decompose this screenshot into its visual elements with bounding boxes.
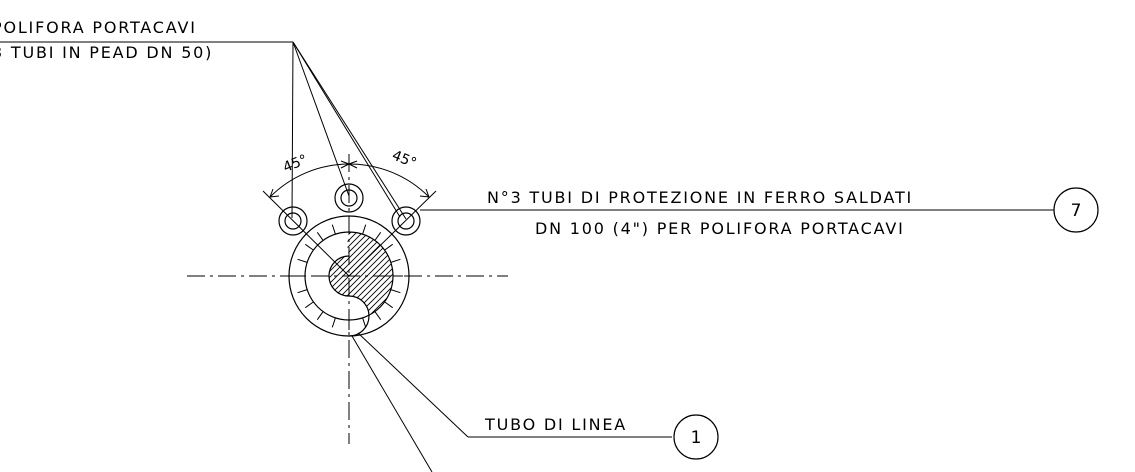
s-curve-line [328,255,370,337]
hatch-line [329,232,374,336]
insulation-tick [384,243,393,251]
insulation-tick [374,311,382,320]
insulation-tick [362,317,367,328]
insulation-tick [305,243,314,251]
insulation-tick [331,317,336,328]
line-pipe-label: TUBO DI LINEA [484,415,627,434]
insulation-tick [316,311,324,320]
line-pipe-leader [357,332,469,438]
insulation-tick [374,232,382,241]
hatch-line [329,232,386,336]
insulation-tick [305,301,314,309]
balloon-7-number: 7 [1071,201,1082,221]
polifora-leaders [0,41,407,220]
balloon-1-number: 1 [691,428,702,448]
hatch-line [329,232,380,336]
hatch-line [329,232,401,336]
insulation-tick [362,224,367,235]
insulation-tick [384,301,393,309]
bottom-leader [351,335,433,472]
hatch-line [329,232,401,336]
balloon-1: 1 [673,414,719,460]
protection-tube-left [278,206,308,236]
protection-tube-right [391,206,421,236]
insulation-tick [390,258,401,263]
insulation-tick [390,289,401,294]
protection-tube-center [334,183,364,213]
insulation-ticks [295,222,403,330]
insulation-tick [297,289,308,294]
insulation-tick [316,232,324,241]
protection-label-line2: DN 100 (4") PER POLIFORA PORTACAVI [535,219,905,238]
insulation-tick [331,224,336,235]
balloon-7: 7 [1053,187,1099,233]
angle-label-right: 45° [390,148,419,172]
polifora-label-line1: POLIFORA PORTACAVI [0,18,197,37]
angle-label-left: 45° [281,152,310,176]
polifora-label-line2: 3 TUBI IN PEAD DN 50) [0,43,213,62]
protection-label-line1: N°3 TUBI DI PROTEZIONE IN FERRO SALDATI [487,188,913,207]
insulation-tick [297,258,308,263]
